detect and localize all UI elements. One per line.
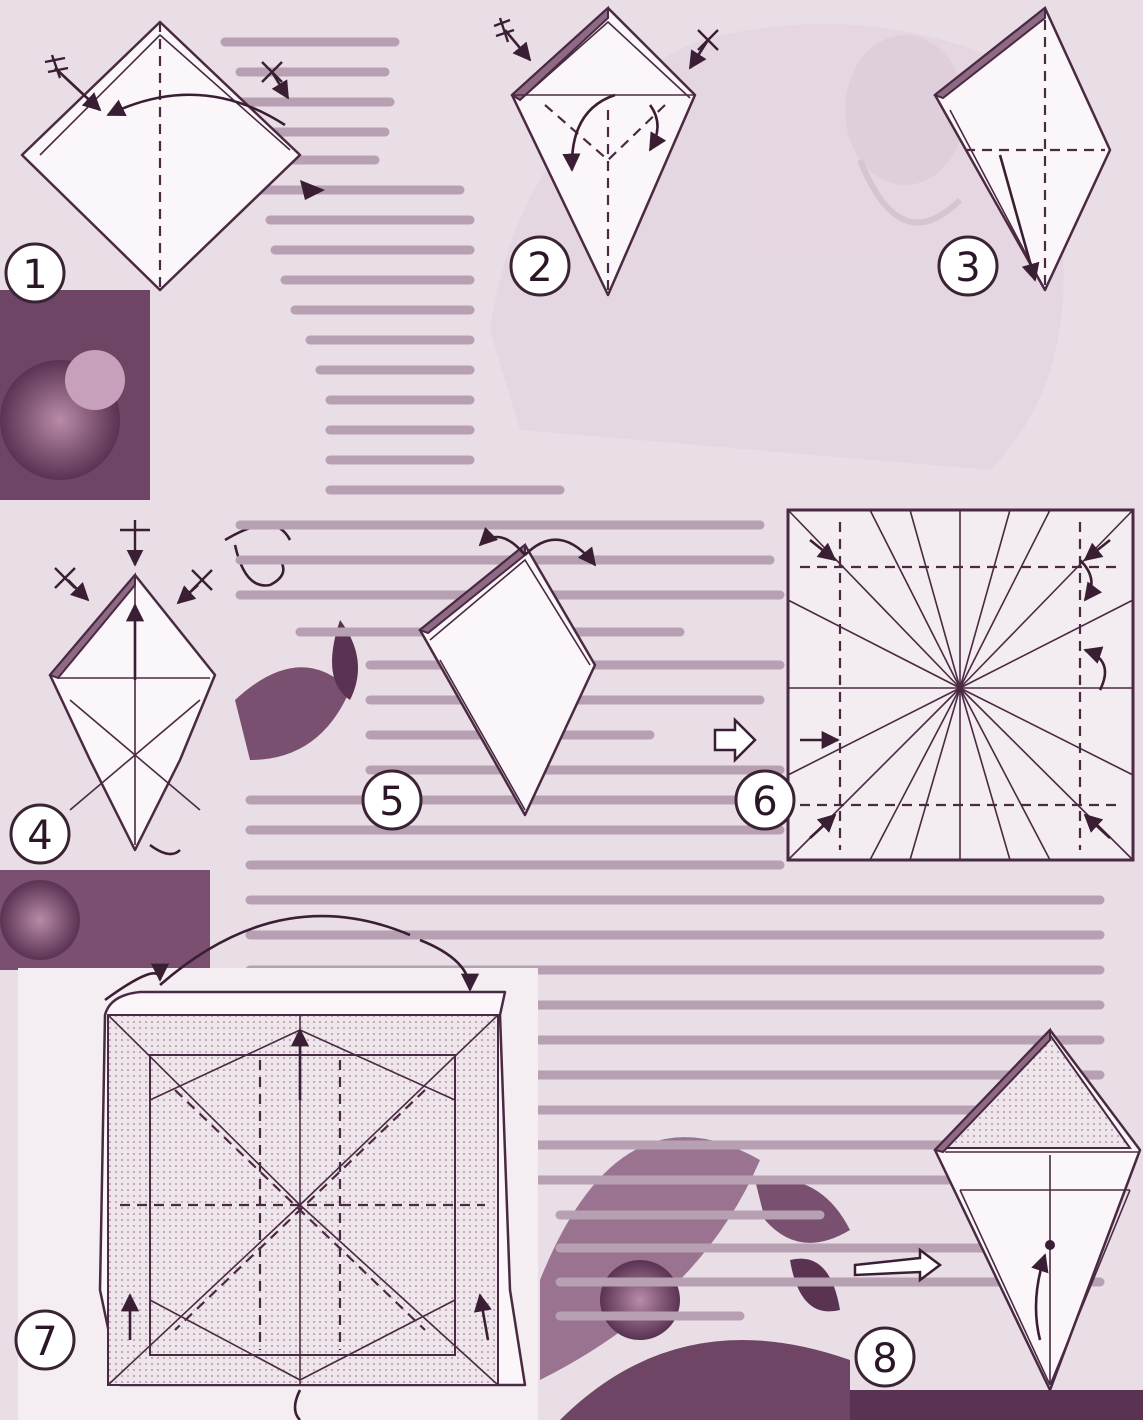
flower-decoration-bottom-right [850,1390,1143,1420]
step-number-5-label: 5 [379,779,404,825]
step-number-4: 4 [11,805,69,863]
step-number-1: 1 [6,244,64,302]
step-number-4-label: 4 [27,813,52,859]
next-step-arrow-7-to-8 [855,1250,940,1280]
step-4-diagram [50,520,215,854]
swirl-decoration [225,525,290,586]
step-number-2-label: 2 [527,245,552,291]
step-number-3-label: 3 [955,245,980,291]
step-number-2: 2 [511,237,569,295]
step-number-6-label: 6 [752,779,777,825]
butterfly-image-1 [235,620,358,760]
step-number-3: 3 [939,237,997,295]
step-8-diagram [935,1030,1140,1390]
flower-decoration-middle-left [0,870,210,970]
next-step-arrow-5-to-6 [715,720,755,760]
step-number-8-label: 8 [872,1336,897,1382]
step-7-diagram [18,916,538,1420]
step-number-1-label: 1 [22,252,47,298]
step-number-5: 5 [363,771,421,829]
step-number-6: 6 [736,771,794,829]
step-number-7-label: 7 [32,1319,57,1365]
step-number-7: 7 [16,1311,74,1369]
step-number-8: 8 [856,1328,914,1386]
flower-decoration-left [0,290,150,500]
step-6-diagram [788,510,1133,860]
